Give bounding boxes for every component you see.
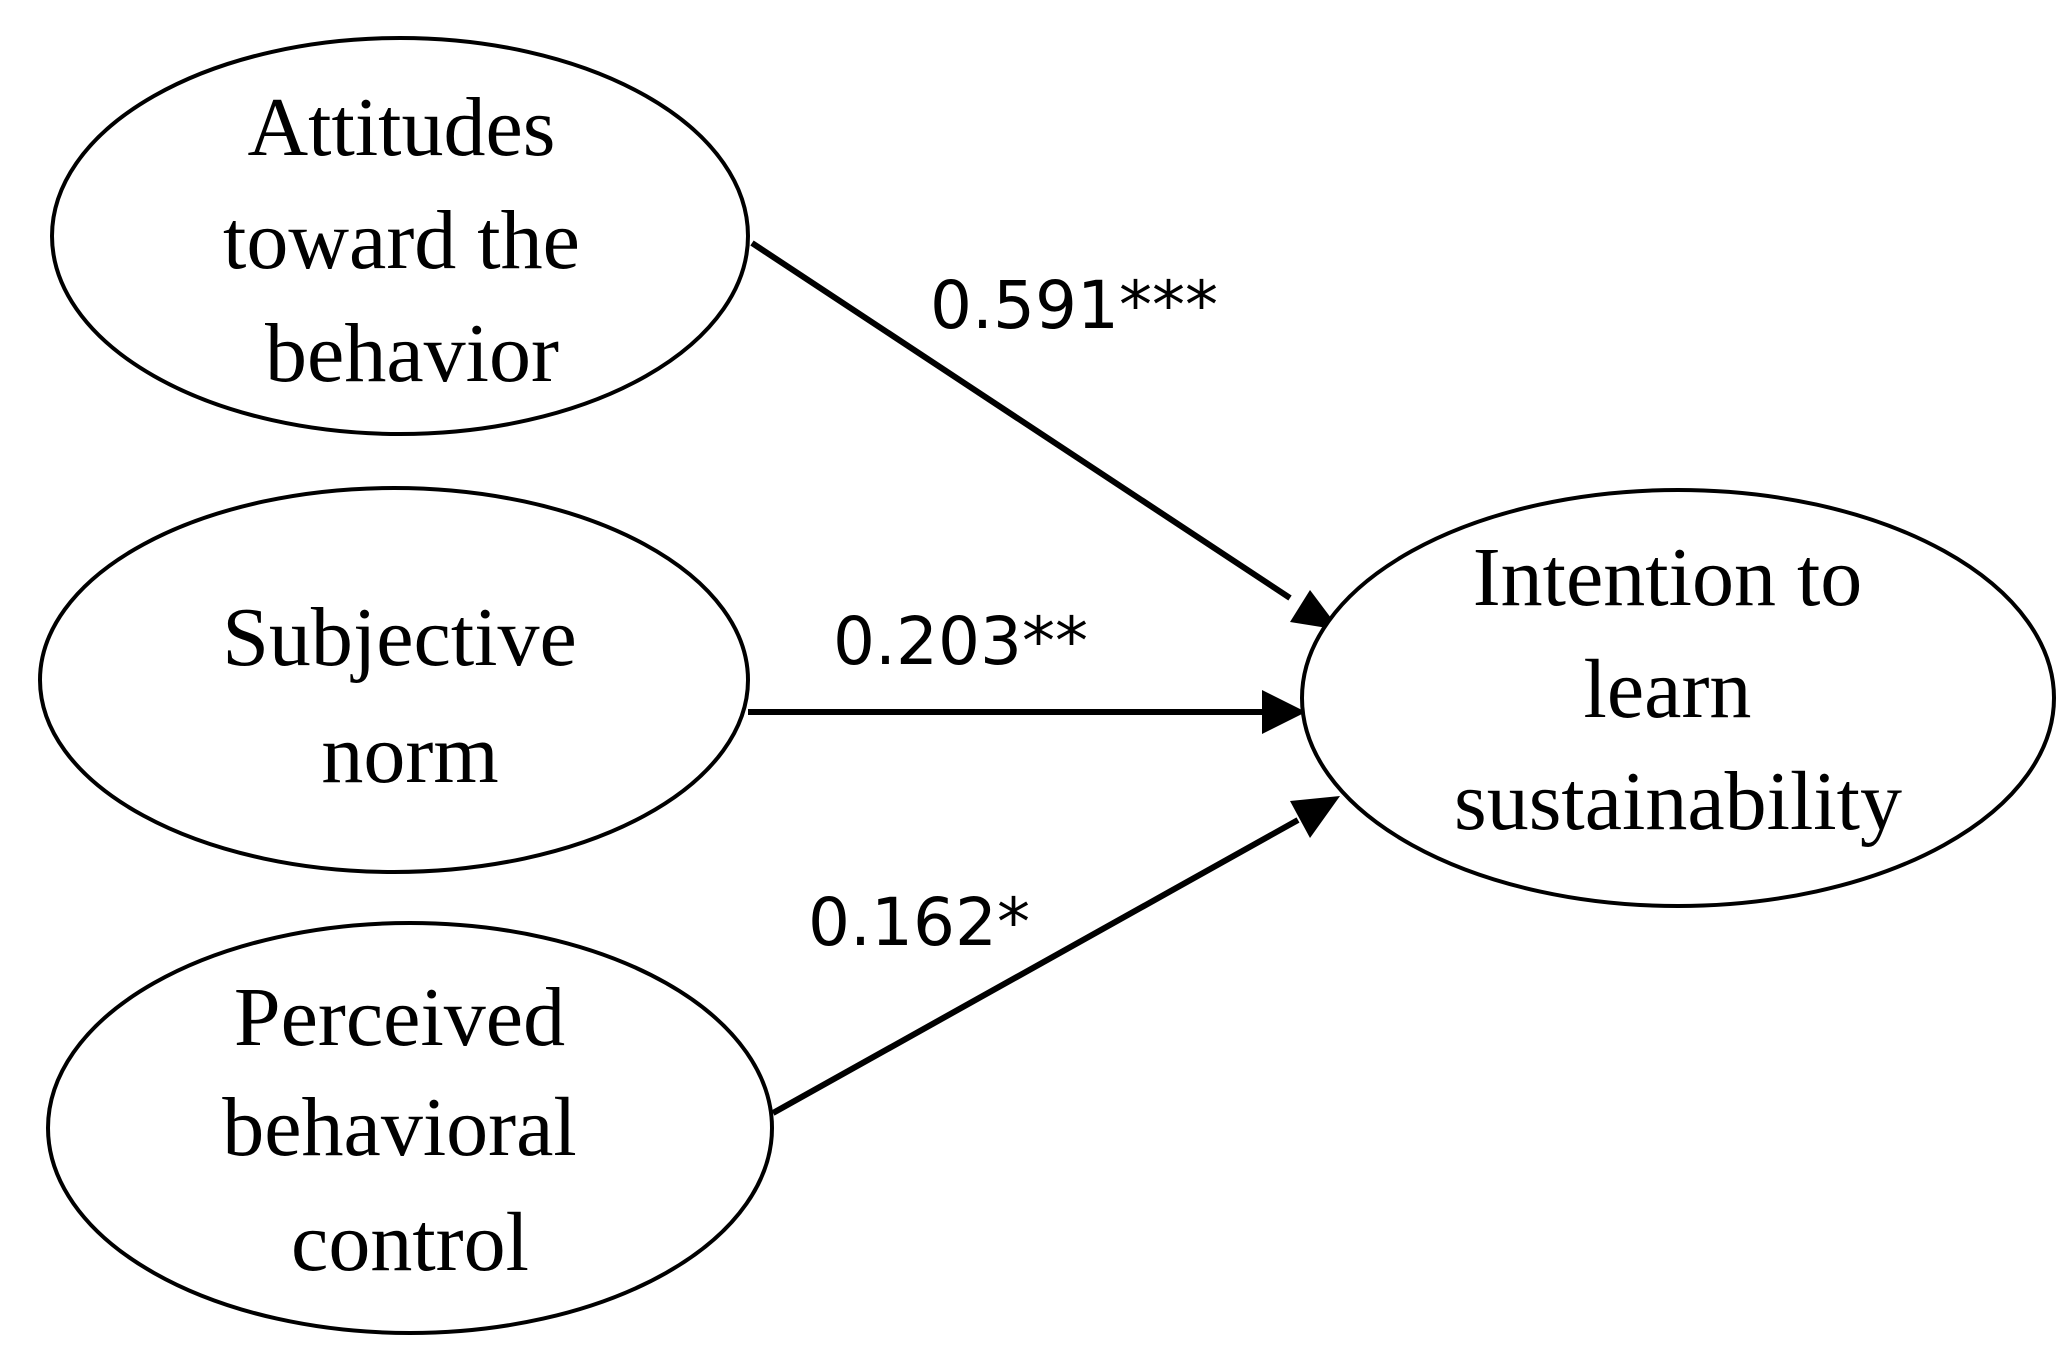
arrowhead-norm xyxy=(1262,690,1306,734)
node-attitudes-line-1: Attitudes xyxy=(248,81,556,174)
node-perceived-control-ellipse xyxy=(46,921,774,1335)
node-perceived-control-line-1: Perceived xyxy=(234,971,565,1064)
edge-attitudes-to-intention: 0.591*** xyxy=(750,240,1340,630)
node-subjective-norm: Subjective norm xyxy=(38,486,750,874)
node-attitudes-line-2: toward the xyxy=(223,194,580,287)
edge-control-to-intention: 0.162* xyxy=(771,796,1340,1116)
node-subjective-norm-label: Subjective norm xyxy=(222,591,598,801)
edge-label-attitudes: 0.591*** xyxy=(930,267,1218,344)
arrow-control-to-intention xyxy=(771,817,1300,1116)
node-perceived-control-line-2: behavioral xyxy=(222,1081,577,1174)
node-perceived-control-line-3: control xyxy=(291,1196,529,1289)
node-intention: Intention to learn sustainability xyxy=(1300,488,2056,908)
node-intention-label: Intention to learn sustainability xyxy=(1454,531,1902,848)
node-attitudes-label: Attitudes toward the behavior xyxy=(223,81,601,400)
node-subjective-norm-line-1: Subjective xyxy=(222,591,577,684)
node-subjective-norm-ellipse xyxy=(38,486,750,874)
edge-norm-to-intention: 0.203** xyxy=(748,603,1306,734)
node-perceived-control-label: Perceived behavioral control xyxy=(222,971,598,1289)
node-subjective-norm-line-2: norm xyxy=(321,708,498,801)
node-intention-line-3: sustainability xyxy=(1454,755,1902,848)
node-attitudes: Attitudes toward the behavior xyxy=(50,36,750,436)
arrow-attitudes-to-intention xyxy=(750,240,1292,601)
node-intention-ellipse xyxy=(1300,488,2056,908)
edge-label-control: 0.162* xyxy=(808,884,1030,961)
node-attitudes-ellipse xyxy=(50,36,750,436)
edge-label-norm: 0.203** xyxy=(833,603,1088,680)
node-attitudes-line-3: behavior xyxy=(265,307,559,400)
node-intention-line-2: learn xyxy=(1584,643,1752,736)
arrowhead-control xyxy=(1290,796,1340,838)
node-intention-line-1: Intention to xyxy=(1473,531,1863,624)
node-perceived-control: Perceived behavioral control xyxy=(46,921,774,1335)
